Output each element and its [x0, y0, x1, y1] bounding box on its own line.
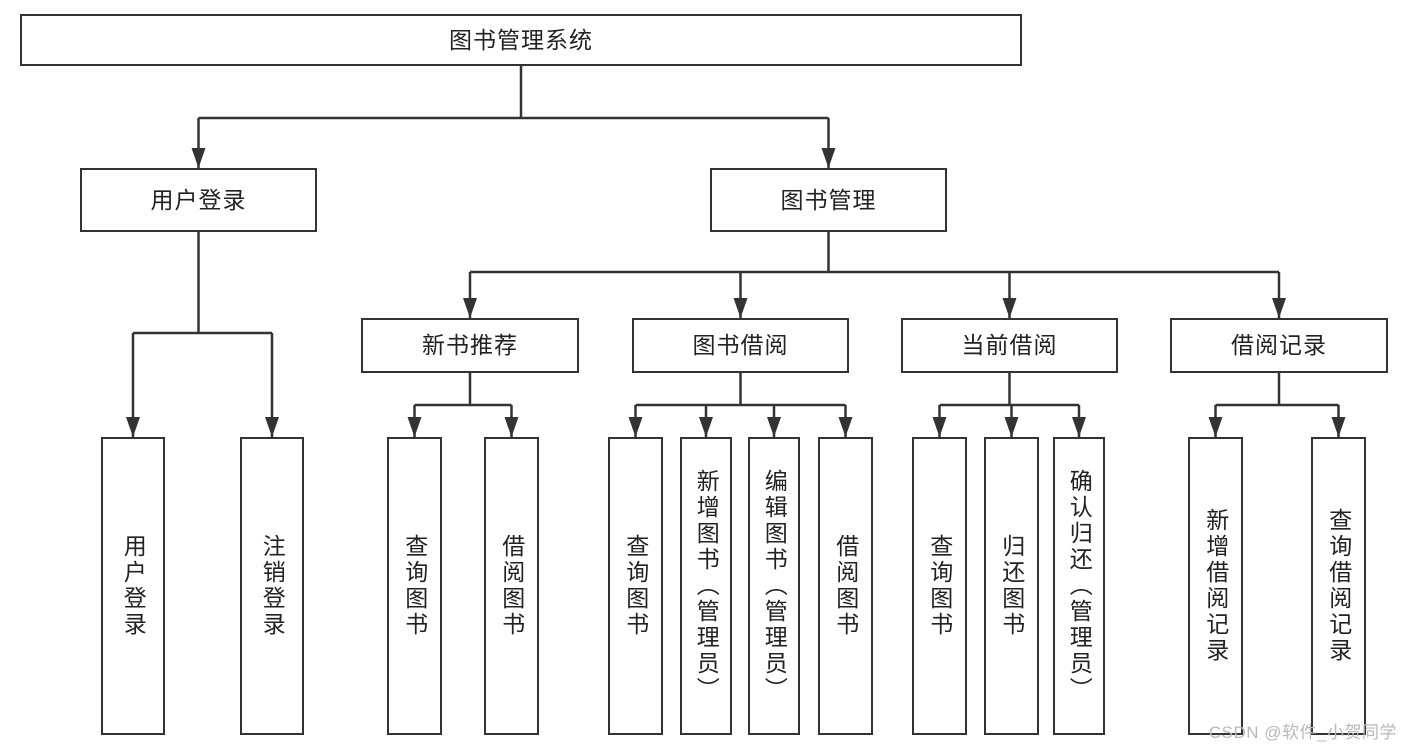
- arrow-head-icon-leaf-confirm-return: [1072, 417, 1086, 437]
- node-new-book-rec[interactable]: 新书推荐: [361, 318, 579, 373]
- watermark-label: CSDN @软件_小贺同学: [1208, 723, 1397, 742]
- node-label-book-manage: 图书管理: [780, 186, 877, 213]
- node-label-leaf-add-book: 新增图书（管理员）: [693, 469, 720, 703]
- arrow-head-icon-user-login: [191, 148, 206, 168]
- node-label-leaf-query-record: 查询借阅记录: [1325, 508, 1352, 664]
- node-leaf-return-book[interactable]: 归还图书: [984, 437, 1039, 735]
- arrow-head-icon-leaf-user-login: [126, 417, 140, 437]
- arrow-head-icon-borrow-record: [1272, 298, 1286, 318]
- node-leaf-add-book[interactable]: 新增图书（管理员）: [680, 437, 732, 735]
- node-leaf-user-logout[interactable]: 注销登录: [240, 437, 304, 735]
- node-leaf-confirm-return[interactable]: 确认归还（管理员）: [1053, 437, 1105, 735]
- node-leaf-borrow-book-2[interactable]: 借阅图书: [818, 437, 873, 735]
- node-label-leaf-edit-book: 编辑图书（管理员）: [761, 469, 788, 703]
- node-label-leaf-borrow-book-1: 借阅图书: [498, 534, 525, 638]
- arrow-head-icon-leaf-borrow-book-2: [838, 417, 853, 437]
- node-borrow-record[interactable]: 借阅记录: [1170, 318, 1388, 373]
- arrow-head-icon-leaf-query-book-2: [628, 417, 643, 437]
- arrow-head-icon-book-manage: [821, 148, 836, 168]
- arrow-head-icon-leaf-add-book: [699, 417, 713, 437]
- node-leaf-borrow-book-1[interactable]: 借阅图书: [484, 437, 539, 735]
- node-label-leaf-borrow-book-2: 借阅图书: [832, 534, 859, 638]
- arrow-head-icon-current-borrow: [1002, 298, 1017, 318]
- node-user-login[interactable]: 用户登录: [80, 168, 317, 232]
- node-leaf-query-record[interactable]: 查询借阅记录: [1311, 437, 1366, 735]
- node-label-current-borrow: 当前借阅: [961, 332, 1058, 359]
- node-leaf-user-login[interactable]: 用户登录: [101, 437, 165, 735]
- node-leaf-query-book-1[interactable]: 查询图书: [387, 437, 442, 735]
- node-book-manage[interactable]: 图书管理: [710, 168, 947, 232]
- node-leaf-add-record[interactable]: 新增借阅记录: [1188, 437, 1243, 735]
- node-current-borrow[interactable]: 当前借阅: [901, 318, 1118, 373]
- node-root[interactable]: 图书管理系统: [20, 14, 1022, 66]
- node-label-leaf-add-record: 新增借阅记录: [1202, 508, 1229, 664]
- node-label-leaf-query-book-2: 查询图书: [622, 534, 649, 638]
- arrow-head-icon-leaf-query-book-3: [932, 417, 947, 437]
- node-label-book-borrow: 图书借阅: [692, 332, 789, 359]
- node-leaf-edit-book[interactable]: 编辑图书（管理员）: [748, 437, 800, 735]
- node-label-leaf-user-login: 用户登录: [120, 534, 147, 638]
- node-label-leaf-query-book-1: 查询图书: [401, 534, 428, 638]
- arrow-head-icon-book-borrow: [733, 298, 748, 318]
- arrow-head-icon-leaf-query-book-1: [407, 417, 422, 437]
- node-label-leaf-user-logout: 注销登录: [259, 534, 286, 638]
- node-label-root: 图书管理系统: [449, 26, 593, 53]
- node-leaf-query-book-2[interactable]: 查询图书: [608, 437, 663, 735]
- node-book-borrow[interactable]: 图书借阅: [632, 318, 849, 373]
- node-label-leaf-confirm-return: 确认归还（管理员）: [1066, 469, 1093, 703]
- arrow-head-icon-leaf-query-record: [1331, 417, 1346, 437]
- arrow-head-icon-leaf-user-logout: [265, 417, 279, 437]
- node-label-user-login: 用户登录: [150, 186, 247, 213]
- arrow-head-icon-leaf-edit-book: [767, 417, 781, 437]
- node-label-leaf-query-book-3: 查询图书: [926, 534, 953, 638]
- arrow-head-icon-leaf-add-record: [1208, 417, 1223, 437]
- node-label-borrow-record: 借阅记录: [1231, 332, 1327, 359]
- node-label-leaf-return-book: 归还图书: [998, 534, 1025, 638]
- arrow-head-icon-leaf-return-book: [1004, 417, 1019, 437]
- arrow-head-icon-leaf-borrow-book-1: [504, 417, 519, 437]
- node-label-new-book-rec: 新书推荐: [422, 332, 518, 359]
- node-leaf-query-book-3[interactable]: 查询图书: [912, 437, 967, 735]
- arrow-head-icon-new-book-rec: [463, 298, 477, 318]
